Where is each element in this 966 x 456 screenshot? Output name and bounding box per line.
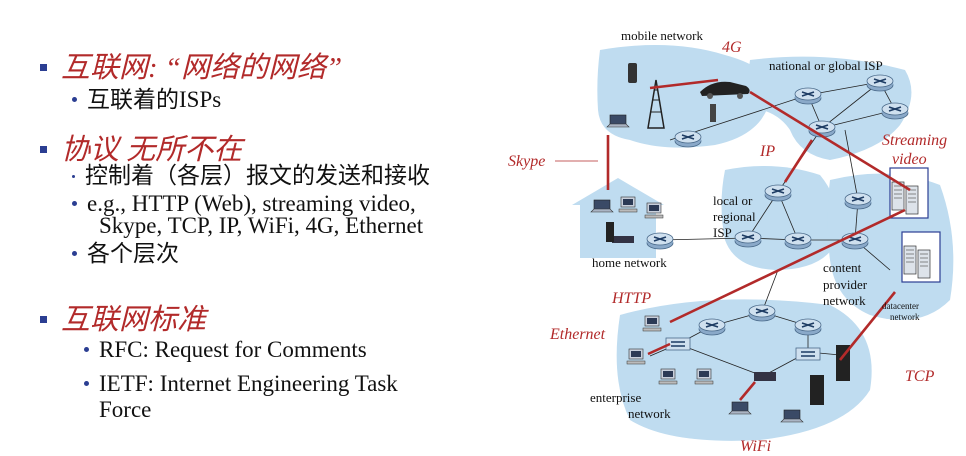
home-network-label: home network — [592, 255, 667, 270]
protocol-arrows — [606, 78, 911, 401]
laptop-icon — [728, 401, 752, 415]
pc-icon — [644, 202, 664, 219]
tag-tcp: TCP — [905, 368, 935, 385]
internet-heading: 互联网: “网络的网络” — [61, 52, 343, 84]
bullet-dot-icon — [72, 175, 75, 178]
pc-icon — [626, 348, 646, 365]
tag-http: HTTP — [611, 290, 651, 307]
bullet-square-icon — [40, 316, 47, 323]
datacenter-label: datacenter — [882, 301, 919, 311]
car-icon — [700, 81, 750, 96]
bullet-list: 互联网: “网络的网络” 互联着的ISPs 协议 无所不在 控制着（各层）报文的… — [40, 44, 430, 422]
mobile-network-label: mobile network — [621, 28, 703, 43]
laptop-icon — [606, 114, 630, 128]
bullet-standards: 互联网标准 — [40, 296, 206, 338]
devices — [590, 63, 850, 423]
bullet-square-icon — [40, 146, 47, 153]
bullet-protocols-sub2-cont: Skype, TCP, IP, WiFi, 4G, Ethernet — [99, 213, 424, 238]
pc-icon — [694, 368, 714, 385]
content-provider-label: network — [823, 293, 866, 308]
bullet-protocols-sub3: 各个层次 — [72, 242, 179, 265]
internet-diagram: mobile network national or global ISP lo… — [508, 28, 954, 455]
phone-icon — [628, 63, 637, 83]
laptop-icon — [590, 199, 614, 213]
bullet-protocols: 协议 无所不在 — [40, 126, 242, 168]
bullet-dot-icon — [84, 347, 89, 352]
local-isp-label: regional — [713, 209, 756, 224]
bullet-dot-icon — [72, 201, 77, 206]
tag-ethernet: Ethernet — [549, 326, 606, 343]
bullet-standards-sub2-cont: Force — [99, 397, 152, 422]
cell-tower-icon — [647, 79, 665, 129]
enterprise-label: enterprise — [590, 390, 641, 405]
content-provider-label: content — [823, 260, 862, 275]
bullet-dot-icon — [84, 381, 89, 386]
datacenters — [889, 167, 941, 283]
pc-icon — [618, 196, 638, 213]
tag-ip: IP — [759, 143, 775, 160]
national-isp-label: national or global ISP — [769, 58, 883, 73]
tag-streaming: video — [892, 151, 927, 168]
home-network-house — [572, 178, 664, 258]
laptop-icon — [780, 409, 804, 423]
server-rack-icon — [810, 375, 824, 405]
bullet-protocols-sub1: 控制着（各层）报文的发送和接收 — [72, 164, 430, 187]
wifi-access-point-icon — [754, 372, 776, 381]
bullet-internet: 互联网: “网络的网络” — [40, 44, 342, 86]
fridge-icon — [606, 222, 614, 242]
local-isp-label: local or — [713, 193, 753, 208]
content-provider-label: provider — [823, 277, 868, 292]
datacenter-label: network — [890, 312, 920, 322]
bullet-dot-icon — [72, 251, 77, 256]
bullet-internet-sub: 互联着的ISPs — [72, 88, 221, 111]
enterprise-label: network — [628, 406, 671, 421]
pc-icon — [658, 368, 678, 385]
local-isp-label: ISP — [713, 225, 732, 240]
bullet-standards-sub1: RFC: Request for Comments — [84, 338, 367, 361]
bullet-square-icon — [40, 64, 47, 71]
tag-4g: 4G — [722, 39, 742, 56]
tag-skype: Skype — [508, 153, 545, 170]
traffic-light-icon — [710, 104, 716, 122]
bullet-protocols-sub2: e.g., HTTP (Web), streaming video, — [72, 192, 416, 215]
mobile-network-cloud — [597, 45, 772, 148]
standards-heading: 互联网标准 — [61, 304, 207, 336]
switch-icon — [795, 347, 821, 361]
wifi-router-icon — [612, 236, 634, 243]
bullet-dot-icon — [72, 97, 77, 102]
protocols-heading: 协议 无所不在 — [61, 134, 243, 166]
bullet-standards-sub2: IETF: Internet Engineering Task — [84, 372, 398, 395]
tag-streaming: Streaming — [882, 132, 947, 149]
pc-icon — [642, 315, 662, 332]
tag-wifi: WiFi — [740, 438, 771, 455]
